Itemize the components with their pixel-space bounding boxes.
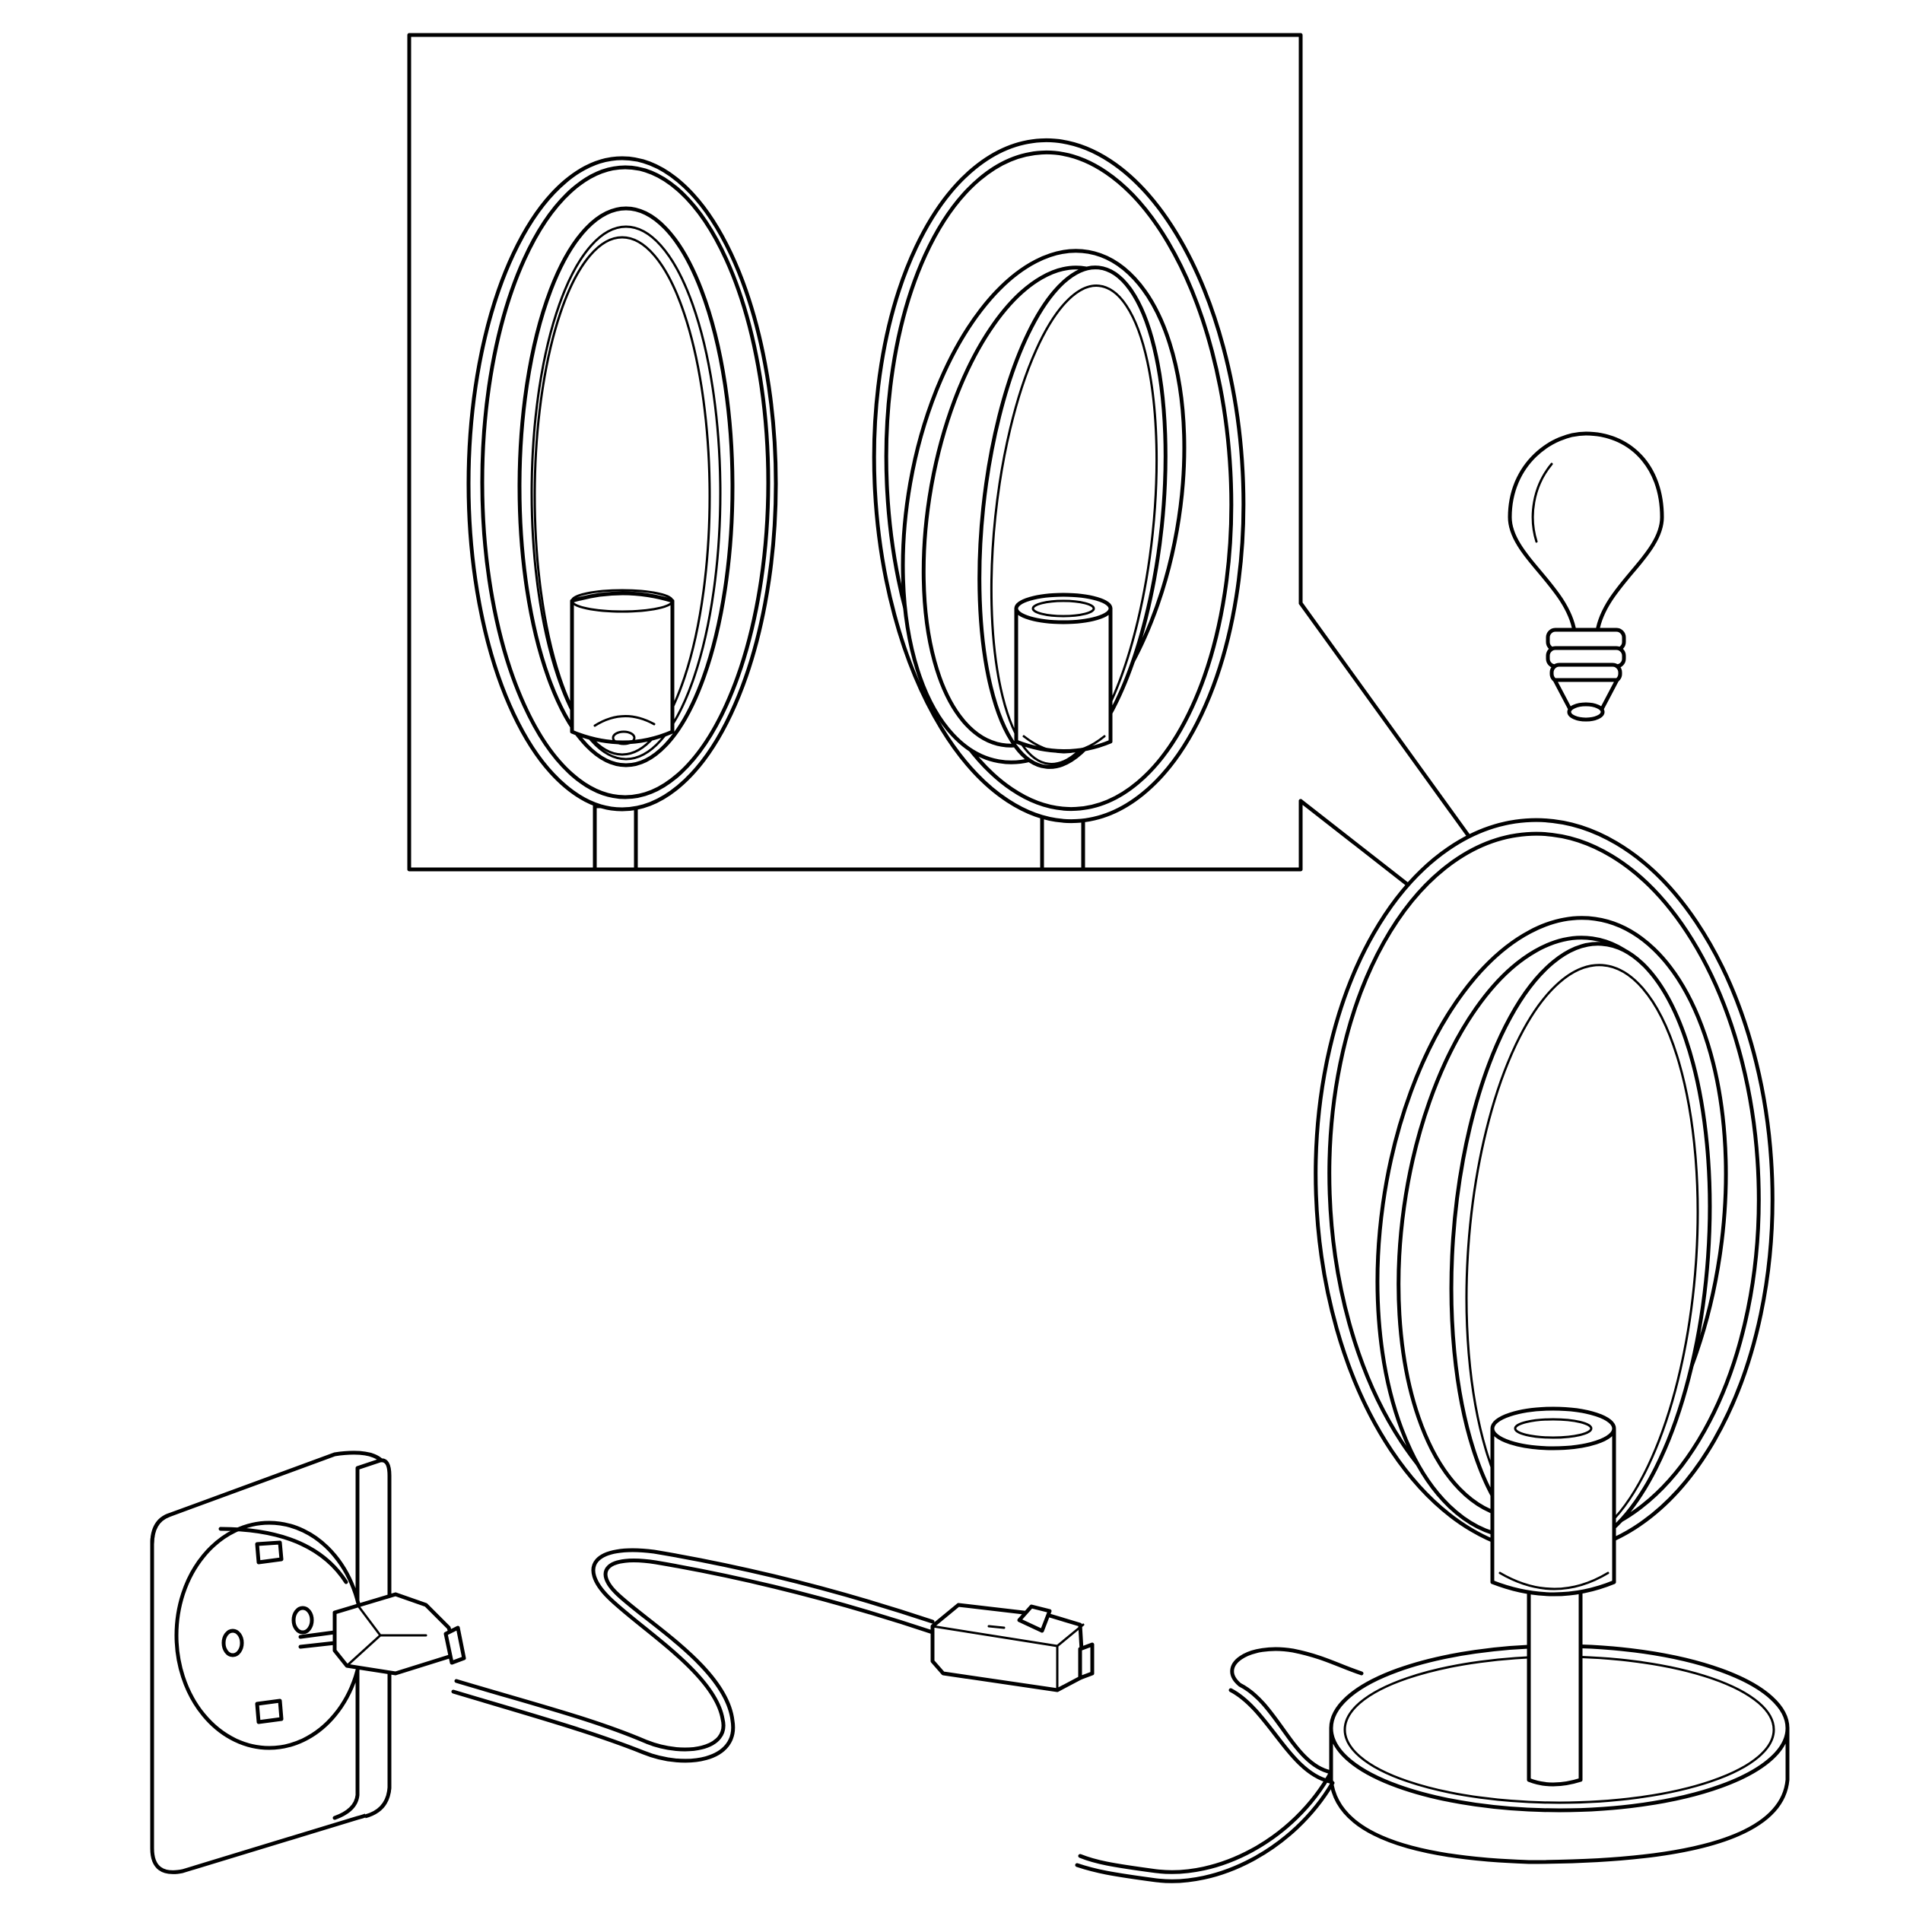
inset-ring-step-2 [872,138,1246,872]
lamp-socket [1490,1428,1616,1597]
earth-clip-top [255,1540,284,1565]
inset-stem-1 [593,804,638,872]
power-cable [451,1548,1364,1883]
detail-inset [407,33,1630,1059]
inset-ring-step-1 [466,156,778,872]
lamp-icon [1314,818,1790,1864]
socket-hole-right [291,1606,314,1635]
switch-rocker [1017,1604,1052,1633]
inset-socket-2 [1014,606,1113,753]
bulb-icon [1508,431,1664,722]
plug-icon [298,1592,466,1676]
lamp-stem [1527,1549,1583,1787]
switch-icon [930,1603,1095,1692]
inset-socket-1 [570,591,675,745]
socket-hole-left [221,1629,244,1657]
earth-clip-bottom [255,1698,284,1724]
